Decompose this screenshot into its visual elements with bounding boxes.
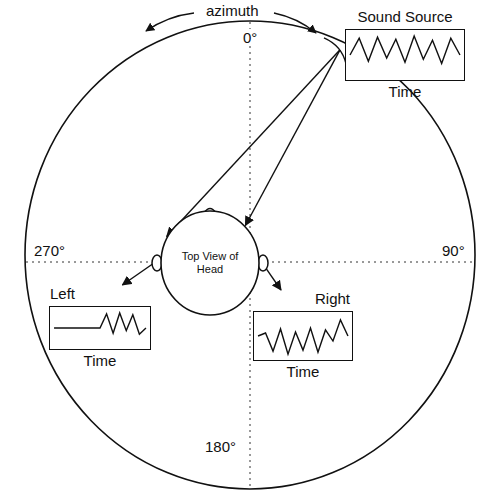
azimuth-label: azimuth [204,2,261,20]
sound-path-arrow [167,50,340,237]
panel-heading: Left [44,285,156,303]
sound-path-arrow [245,50,340,226]
angle-label: 270° [32,242,67,260]
angle-label: 90° [440,242,467,259]
sound-source-panel: Sound SourceTime [340,8,470,101]
waveform [50,307,150,349]
angle-label: 0° [241,29,259,46]
sound-path-arrow [266,268,281,290]
angle-label: 0° [241,29,259,47]
panel-heading: Right [248,290,358,308]
panel-heading: Sound Source [340,8,470,26]
axis-caption: Time [248,363,358,381]
azimuth-label: azimuth [204,2,261,19]
head-label: Top View of Head [179,250,241,276]
waveform-trace [258,320,348,354]
waveform-trace [350,36,460,63]
source-mark [324,38,346,64]
axis-caption: Time [340,83,470,101]
waveform-box [253,311,353,361]
azimuth-arrow [274,13,316,33]
waveform [346,30,464,80]
waveform-box [49,306,151,350]
angle-label: 270° [32,242,67,259]
waveform [254,312,352,360]
waveform-box [345,29,465,81]
head-circle: Top View of Head [160,210,260,316]
left-ear-panel: LeftTime [44,285,156,370]
azimuth-arrow [146,13,194,31]
sound-path-arrow [122,263,154,285]
angle-label: 180° [203,438,238,455]
azimuth-ellipse [25,21,475,489]
head-outline [161,211,259,315]
angle-label: 90° [440,242,467,260]
waveform-trace [54,313,146,334]
angle-label: 180° [203,438,238,456]
right-ear-panel: RightTime [248,290,358,381]
axis-caption: Time [44,352,156,370]
